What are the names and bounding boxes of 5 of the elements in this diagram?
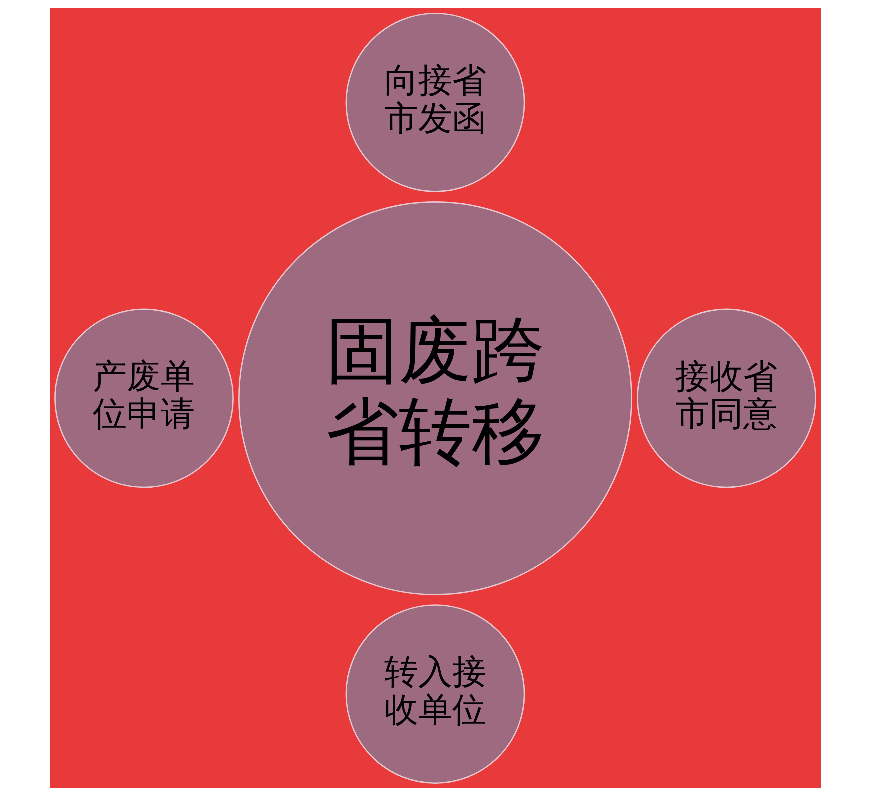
node-circle: 产废单位申请	[54, 308, 234, 488]
node-circle: 固废跨省转移	[238, 202, 632, 596]
node-circle: 向接省市发函	[345, 13, 525, 192]
node-circle: 转入接收单位	[345, 604, 525, 784]
node-circle: 接收省市同意	[636, 308, 816, 488]
